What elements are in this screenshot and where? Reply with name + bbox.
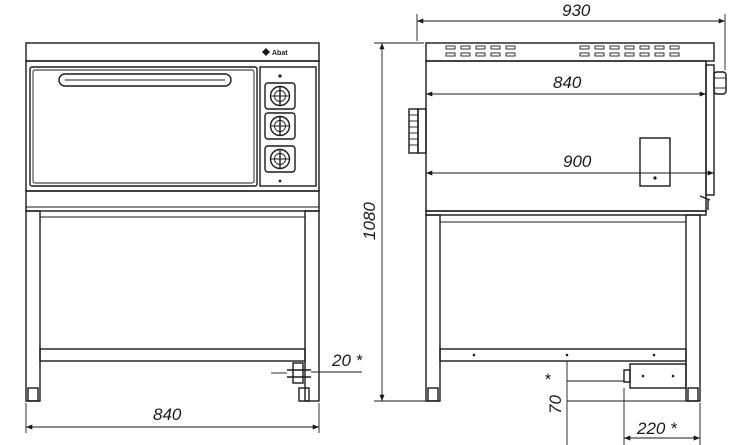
door-handle: [59, 74, 231, 86]
brand-name: Abat: [272, 50, 288, 57]
bottom-offset-dimension-label: 70: [546, 395, 565, 414]
front-leg-right: [305, 211, 319, 401]
height-dimension-label: 1080: [360, 202, 379, 240]
side-leg-rear: [686, 215, 700, 401]
top-vents: [446, 46, 679, 56]
oven-door: [30, 67, 257, 186]
rear-flue: [706, 65, 726, 195]
leg-dimension-label: 20 *: [331, 351, 364, 370]
front-leg-left: [26, 211, 40, 401]
connection-box: [624, 364, 686, 388]
control-knob-middle: [265, 113, 295, 139]
side-lower-bar: [440, 349, 686, 361]
front-width-dimension-label: 840: [153, 405, 182, 424]
front-view: Abat: [26, 43, 364, 433]
inner-depth-dimension-label: 840: [553, 73, 582, 92]
overall-depth-dimension-label: 930: [562, 1, 591, 20]
side-base-frame: [426, 211, 706, 215]
control-knob-top: [265, 83, 295, 109]
control-panel: [260, 67, 316, 186]
mid-depth-dimension-label: 900: [563, 152, 592, 171]
bottom-offset-dimension-mark: *: [544, 370, 552, 389]
side-leg-front: [426, 215, 440, 401]
knob-profile: [409, 109, 426, 153]
brand-logo: Abat: [262, 48, 288, 57]
indicator-lamp-icon: [278, 74, 281, 77]
side-view: 930 840 900 1080 70 * 220 *: [360, 1, 726, 445]
brand-diamond-icon: [262, 48, 270, 56]
control-knob-bottom: [265, 146, 295, 172]
front-lower-bar: [40, 349, 305, 361]
front-base-frame: [26, 191, 319, 211]
box-offset-dimension-label: 220 *: [636, 419, 678, 438]
